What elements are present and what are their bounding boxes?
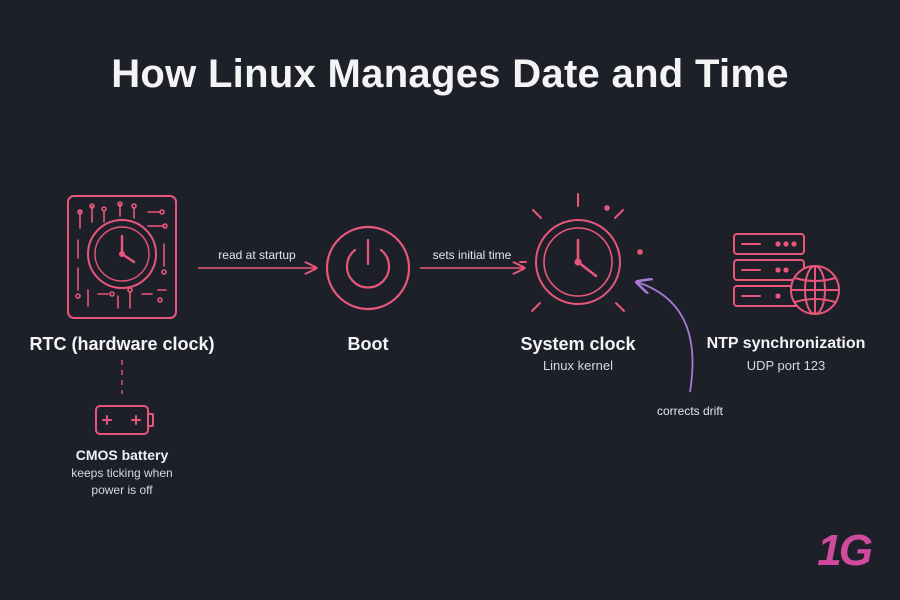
power-icon [325, 225, 411, 311]
edge-label-sets-initial-time: sets initial time [432, 248, 512, 262]
ntp-label: NTP synchronization [706, 335, 866, 352]
system-clock-sub: Linux kernel [542, 358, 614, 373]
battery-icon [95, 405, 154, 435]
edge-ntp-to-clock [637, 282, 694, 393]
battery-sub-line2: power is off [91, 483, 153, 497]
battery-label: CMOS battery [75, 447, 169, 463]
battery-sub-line1: keeps ticking when [71, 466, 173, 480]
clock-icon [519, 193, 643, 312]
brand-logo: 1G [817, 526, 873, 575]
diagram-title: How Linux Manages Date and Time [111, 52, 789, 96]
system-clock-label: System clock [520, 334, 636, 354]
rtc-label: RTC (hardware clock) [29, 334, 215, 354]
circuit-board-clock-icon [67, 195, 177, 319]
ntp-sub: UDP port 123 [746, 358, 826, 373]
edge-label-corrects-drift: corrects drift [656, 404, 723, 418]
server-globe-icon [733, 233, 840, 315]
boot-label: Boot [347, 334, 389, 354]
edge-label-read-at-startup: read at startup [218, 248, 296, 262]
